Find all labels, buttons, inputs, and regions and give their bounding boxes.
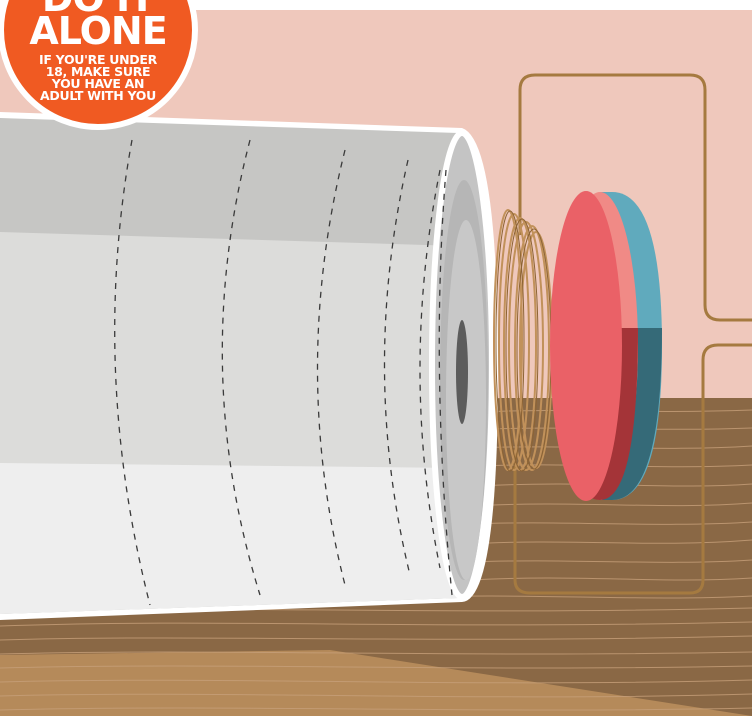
badge-headline-line2: ALONE [4, 14, 192, 48]
paper-cup [0, 112, 498, 620]
badge-message: IF YOU'RE UNDER 18, MAKE SURE YOU HAVE A… [34, 54, 162, 102]
cup-hole [456, 320, 468, 424]
disc-magnet [550, 191, 662, 501]
